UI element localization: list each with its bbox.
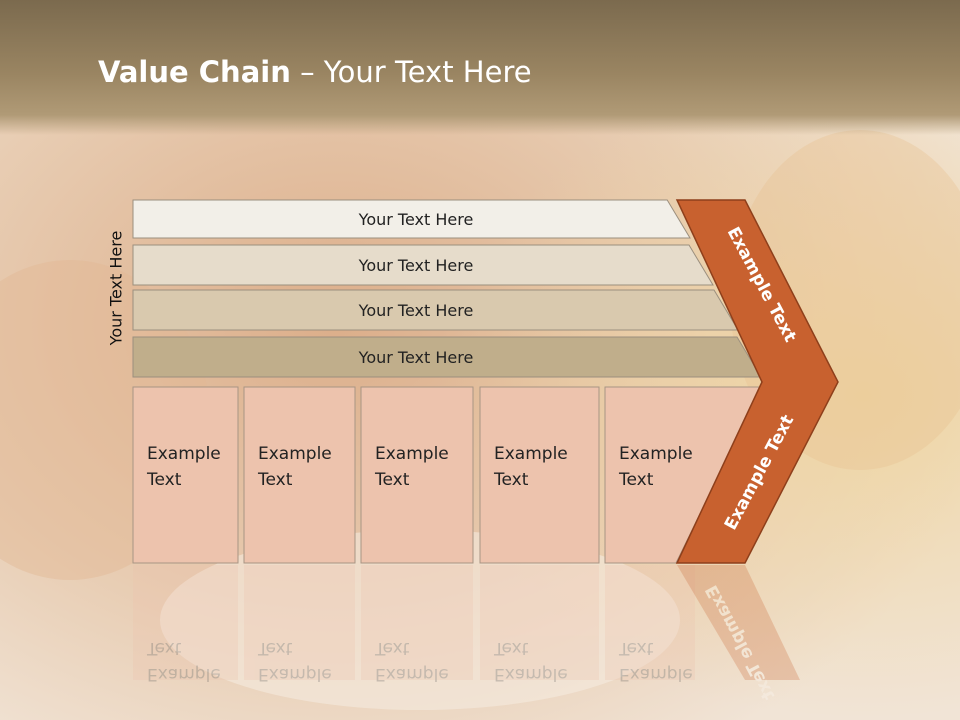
title-rest: – Your Text Here [290, 55, 532, 89]
column-label-line1: Example [494, 444, 568, 464]
row-band: Your Text Here [132, 336, 762, 378]
slide-title: Value Chain – Your Text Here [98, 55, 532, 89]
svg-text:Example: Example [258, 664, 332, 684]
chevron-reflection: Example Text [677, 565, 800, 703]
column-label-line2: Text [257, 470, 293, 490]
column-shape [360, 386, 474, 564]
svg-text:Text: Text [146, 638, 182, 658]
chevron-shape [675, 199, 839, 564]
column-shape [132, 386, 239, 564]
column-label-line2: Text [493, 470, 529, 490]
row-shape [132, 244, 714, 286]
svg-text:Example: Example [375, 664, 449, 684]
column-label-line2: Text [618, 470, 654, 490]
row-band: Your Text Here [132, 199, 691, 239]
title-bar [0, 0, 960, 135]
svg-text:Example: Example [619, 664, 693, 684]
column-label-line2: Text [374, 470, 410, 490]
row-label: Your Text Here [358, 210, 474, 229]
column-label-line1: Example [375, 444, 449, 464]
row-label: Your Text Here [358, 256, 474, 275]
column-label-line2: Text [146, 470, 182, 490]
row-band: Your Text Here [132, 244, 714, 286]
svg-text:Example: Example [494, 664, 568, 684]
column-shape [243, 386, 356, 564]
column-label-line1: Example [258, 444, 332, 464]
row-shape [132, 199, 691, 239]
svg-text:Text: Text [493, 638, 529, 658]
title-bold: Value Chain [98, 55, 291, 89]
svg-text:Text: Text [257, 638, 293, 658]
row-band: Your Text Here [132, 289, 739, 331]
column-label-line1: Example [619, 444, 693, 464]
svg-text:Example: Example [147, 664, 221, 684]
svg-text:Text: Text [618, 638, 654, 658]
column-shape [479, 386, 600, 564]
column-shape [604, 386, 763, 564]
row-label: Your Text Here [358, 301, 474, 320]
svg-text:Text: Text [374, 638, 410, 658]
row-label: Your Text Here [358, 348, 474, 367]
column-label-line1: Example [147, 444, 221, 464]
